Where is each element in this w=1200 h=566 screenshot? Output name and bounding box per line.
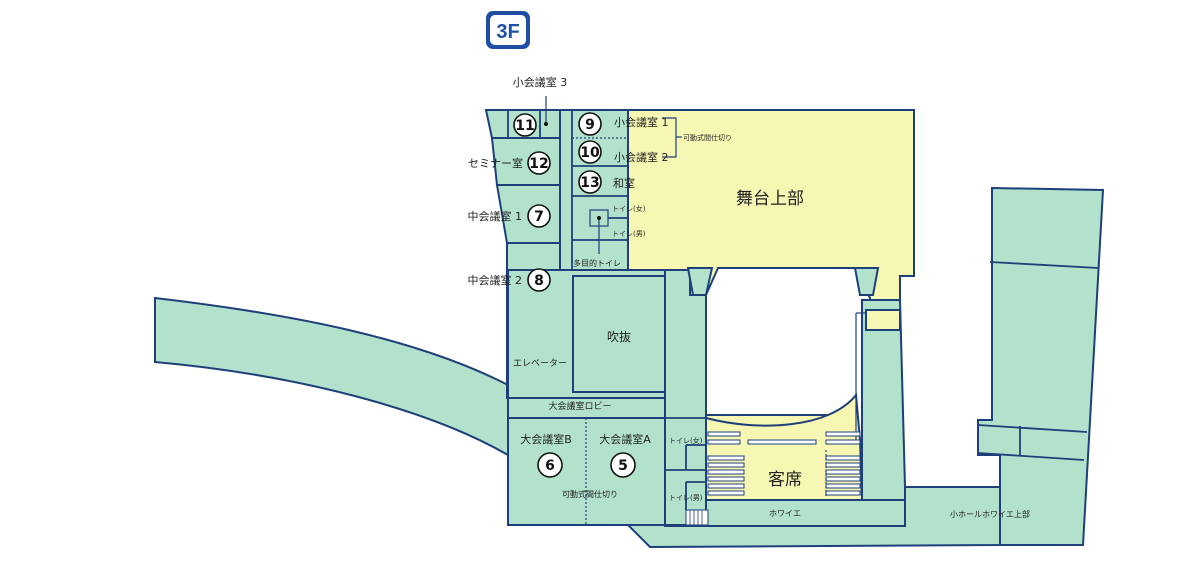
room-7-number: 7 xyxy=(534,209,544,225)
stage-upper-label: 舞台上部 xyxy=(736,189,804,209)
multipurpose-toilet-label: 多目的トイレ xyxy=(573,258,621,268)
room-10-number: 10 xyxy=(580,145,600,161)
left-wing xyxy=(154,296,509,457)
foyer-label: ホワイエ xyxy=(769,509,801,518)
seats-label: 客席 xyxy=(768,470,802,490)
room-8-marker[interactable]: 8 xyxy=(527,268,551,292)
room-8-number: 8 xyxy=(534,273,544,289)
atrium-label: 吹抜 xyxy=(607,330,631,344)
room-11-name: 小会議室 3 xyxy=(513,75,568,89)
lobby-label: 大会議室ロビー xyxy=(548,400,611,412)
room-6-number: 6 xyxy=(545,458,555,474)
room-5-name: 大会議室A xyxy=(599,432,651,446)
toilet-women-lower: トイレ(女) xyxy=(669,436,703,445)
room-8-name: 中会議室 2 xyxy=(468,273,523,287)
room-6-name: 大会議室B xyxy=(520,432,572,446)
room-5-marker[interactable]: 5 xyxy=(610,452,636,478)
room-9-marker[interactable]: 9 xyxy=(578,112,602,136)
elevator-label: エレベーター xyxy=(513,358,567,369)
room-13-name: 和室 xyxy=(613,176,635,190)
room-7-marker[interactable]: 7 xyxy=(527,204,551,228)
floor-badge-icon: 3F xyxy=(486,11,530,49)
toilet-women-upper: トイレ(女) xyxy=(612,204,646,213)
room-13-number: 13 xyxy=(580,175,599,191)
room-5-number: 5 xyxy=(618,458,628,474)
toilet-men-lower: トイレ(男) xyxy=(669,494,703,502)
room-11-marker[interactable]: 11 xyxy=(513,113,537,137)
room-7-name: 中会議室 1 xyxy=(468,209,523,223)
partition-small-label: 可動式間仕切り xyxy=(683,133,732,142)
partition-large-label: 可動式間仕切り xyxy=(562,489,618,499)
room-12-marker[interactable]: 12 xyxy=(527,151,551,175)
floor-label: 3F xyxy=(496,21,519,43)
room-12-number: 12 xyxy=(529,156,548,172)
room-9-number: 9 xyxy=(585,117,595,133)
small-hall-foyer-label: 小ホールホワイエ上部 xyxy=(950,509,1030,519)
seating-rows xyxy=(707,431,861,498)
toilet-men-upper: トイレ(男) xyxy=(612,230,646,238)
room-10-marker[interactable]: 10 xyxy=(578,140,602,164)
room-6-marker[interactable]: 6 xyxy=(537,452,563,478)
room-12-name: セミナー室 xyxy=(468,156,523,170)
room-11-number: 11 xyxy=(515,118,534,134)
room-13-marker[interactable]: 13 xyxy=(578,170,602,194)
room-10-name: 小会議室 2 xyxy=(614,150,669,164)
room-9-name: 小会議室 1 xyxy=(614,115,669,129)
